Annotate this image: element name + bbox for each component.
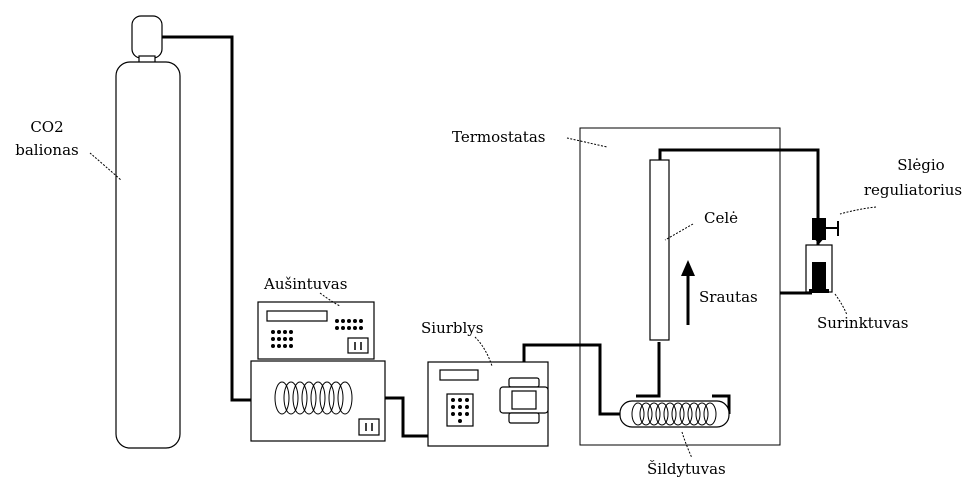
pressure-regulator [812, 218, 839, 244]
collector-vessel [805, 244, 833, 293]
label-srautas: Srautas [699, 288, 758, 306]
pump-display [439, 369, 479, 381]
pipe-cell-to-regulator [658, 148, 820, 220]
cylinder-body [115, 61, 181, 449]
cooler-bath-socket [358, 418, 380, 436]
thermostat-chamber [579, 127, 781, 446]
thermostat-frame [579, 127, 781, 446]
label-cele: Celė [704, 209, 738, 227]
cooler-keypad [271, 330, 293, 348]
pipe-heater-to-cell [636, 342, 731, 414]
cooler-coil [274, 381, 353, 415]
pump-head [499, 377, 549, 424]
flow-up-arrow [681, 260, 695, 325]
label-slegio: Slėgio [897, 156, 944, 174]
label-reguliatorius: reguliatorius [864, 181, 962, 199]
pipe-pump-to-heater [522, 343, 620, 416]
cylinder-valve-cap [131, 15, 163, 59]
heater-coil [619, 400, 730, 428]
cooler-socket [347, 337, 369, 354]
label-surinktuvas: Surinktuvas [817, 314, 908, 332]
cooler-unit [250, 301, 386, 442]
label-ausintuvas: Aušintuvas [263, 275, 347, 293]
cooler-display [266, 310, 328, 322]
label-siurblys: Siurblys [421, 319, 483, 337]
pump-unit [427, 361, 549, 447]
co2-cylinder [115, 15, 181, 449]
cell-column [649, 159, 670, 341]
label-co2: CO2 [30, 118, 63, 136]
label-termostatas: Termostatas [452, 128, 545, 146]
leader-lines [89, 137, 877, 459]
label-sildytuvas: Šildytuvas [647, 460, 726, 478]
label-balionas: balionas [15, 141, 78, 159]
cooler-keypad-small [335, 319, 363, 330]
